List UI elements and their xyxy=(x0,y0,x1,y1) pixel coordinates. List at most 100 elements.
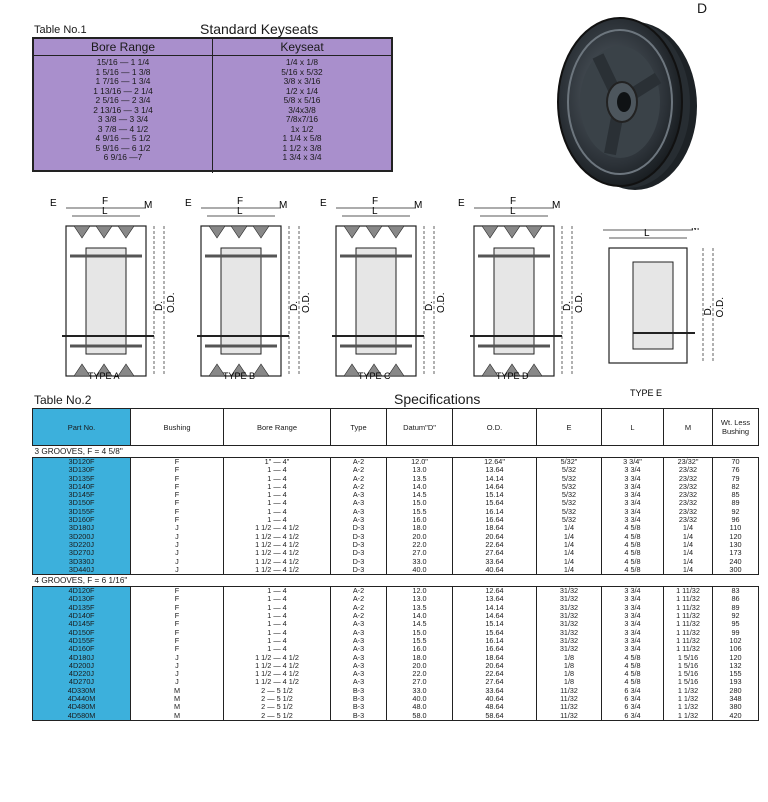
part-number-cell: 4D330M xyxy=(32,686,131,696)
table-cell: 1 — 4 xyxy=(223,636,331,646)
keyseat-cell: 1 3/4 x 3/4 xyxy=(282,152,322,162)
table-cell: 58.0 xyxy=(386,711,453,721)
table-cell: A-3 xyxy=(330,516,387,525)
bore-range-cell: 15/16 — 1 1/4 xyxy=(96,57,150,67)
table-cell: 3 3/4 xyxy=(601,636,664,646)
table-cell: 1 1/2 — 4 1/2 xyxy=(223,653,331,662)
table-cell: 3 3/4 xyxy=(601,586,664,596)
table-cell: 1 1/2 — 4 1/2 xyxy=(223,565,331,576)
part-number-cell: 3D155F xyxy=(32,507,131,517)
column-header: E xyxy=(536,408,602,446)
table-cell: 22.0 xyxy=(386,540,453,550)
table-cell: 1 1/2 — 4 1/2 xyxy=(223,661,331,671)
table-cell: 96 xyxy=(712,516,759,525)
table-cell: 14.14 xyxy=(452,474,537,483)
part-number-cell: 4D145F xyxy=(32,620,131,629)
table-cell: A-2 xyxy=(330,603,387,613)
bore-range-cell: 1 13/16 — 2 1/4 xyxy=(93,85,153,96)
table-cell: 1/4 xyxy=(663,524,713,533)
table-cell: 18.0 xyxy=(386,524,453,533)
bore-range-cell: 5 9/16 — 6 1/2 xyxy=(95,142,151,153)
table-cell: 1 — 4 xyxy=(223,628,331,637)
table-cell: 40.64 xyxy=(452,565,537,576)
table-cell: D-3 xyxy=(330,549,387,558)
table-cell: 280 xyxy=(712,686,759,696)
table-cell: 1 11/32 xyxy=(663,628,713,637)
table-cell: F xyxy=(130,620,224,629)
table-cell: 173 xyxy=(712,549,759,558)
table-cell: 23/32 xyxy=(663,491,713,500)
table-cell: F xyxy=(130,499,224,508)
dim-label-od: O.D. xyxy=(301,292,310,313)
table-cell: 1 — 4 xyxy=(223,612,331,621)
table-cell: 70 xyxy=(712,457,759,467)
dim-label-e: E xyxy=(458,198,465,209)
table-cell: 1 5/16 xyxy=(663,678,713,687)
dim-label-m: M xyxy=(279,200,287,211)
table-cell: 106 xyxy=(712,645,759,654)
table-cell: F xyxy=(130,595,224,604)
table-cell: 1/4 xyxy=(536,565,602,576)
table-cell: 99 xyxy=(712,628,759,637)
table-cell: 1/8 xyxy=(536,661,602,671)
table-cell: F xyxy=(130,645,224,654)
table-cell: 33.0 xyxy=(386,686,453,696)
table-cell: 15.14 xyxy=(452,620,537,629)
table-cell: 79 xyxy=(712,474,759,483)
column-header: Datum"D" xyxy=(386,408,453,446)
table-cell: 20.0 xyxy=(386,661,453,671)
table-cell: 5/32" xyxy=(536,457,602,467)
part-number-cell: 3D200J xyxy=(32,532,131,541)
table-cell: 85 xyxy=(712,491,759,500)
table-cell: 1/8 xyxy=(536,678,602,687)
table-cell: 5/32 xyxy=(536,482,602,492)
table-cell: 1 1/32 xyxy=(663,695,713,704)
table-cell: 48.64 xyxy=(452,703,537,712)
table-cell: 1 — 4 xyxy=(223,586,331,596)
table-cell: 3 3/4 xyxy=(601,645,664,654)
table-cell: 82 xyxy=(712,482,759,492)
table-cell: A-3 xyxy=(330,628,387,637)
table-cell: 20.64 xyxy=(452,532,537,541)
table-cell: J xyxy=(130,653,224,662)
table-cell: 92 xyxy=(712,507,759,517)
table-cell: F xyxy=(130,466,224,475)
table-cell: 33.64 xyxy=(452,557,537,566)
table-cell: 89 xyxy=(712,499,759,508)
table-cell: 240 xyxy=(712,557,759,566)
table-cell: J xyxy=(130,540,224,550)
table-cell: 23/32 xyxy=(663,474,713,483)
table-cell: 33.0 xyxy=(386,557,453,566)
table-cell: A-3 xyxy=(330,678,387,687)
table-cell: 76 xyxy=(712,466,759,475)
table-cell: 11/32 xyxy=(536,703,602,712)
table-cell: M xyxy=(130,686,224,696)
keyseat-table-header: Bore Range Keyseat xyxy=(34,39,391,56)
part-number-cell: 4D220J xyxy=(32,670,131,679)
table-cell: D-3 xyxy=(330,557,387,566)
part-number-cell: 4D160F xyxy=(32,645,131,654)
table-cell: 1 1/2 — 4 1/2 xyxy=(223,549,331,558)
dim-label-m: M xyxy=(414,200,422,211)
table-cell: B-3 xyxy=(330,686,387,696)
table-cell: 23/32 xyxy=(663,466,713,475)
column-header: Part No. xyxy=(32,408,131,446)
table-cell: 27.0 xyxy=(386,678,453,687)
table-cell: 48.0 xyxy=(386,703,453,712)
keyseat-cell: 1 1/2 x 3/8 xyxy=(282,142,322,153)
